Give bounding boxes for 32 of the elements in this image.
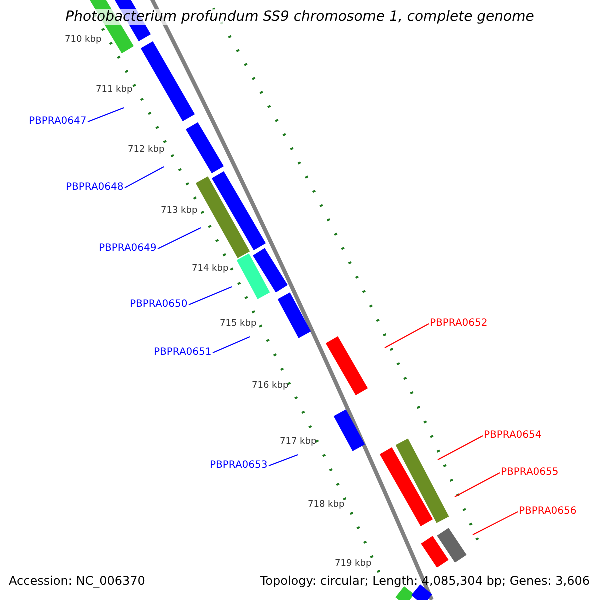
gene-label: PBPRA0656 [519, 506, 577, 518]
gene-label: PBPRA0652 [430, 318, 488, 330]
gene-label: PBPRA0648 [66, 182, 124, 194]
gene-label: PBPRA0653 [210, 460, 268, 472]
genome-summary-text: Topology: circular; Length: 4,085,304 bp; Genes: 3,606 [260, 574, 590, 588]
scale-label: 714 kbp [192, 264, 229, 274]
accession-text: Accession: NC_006370 [9, 574, 146, 588]
gene-label: PBPRA0650 [130, 299, 188, 311]
leader-line [472, 512, 518, 536]
leader-line [88, 108, 124, 122]
leader-line [438, 436, 484, 460]
scale-label: 713 kbp [161, 206, 198, 216]
gene-label: PBPRA0654 [484, 430, 542, 442]
gene-label: PBPRA0649 [99, 243, 157, 255]
leader-line [124, 166, 164, 188]
gene-label: PBPRA0651 [154, 347, 212, 359]
leader-line [454, 472, 500, 498]
scale-label: 712 kbp [128, 145, 165, 155]
gene-label: PBPRA0647 [29, 116, 87, 128]
scale-label: 711 kbp [96, 85, 133, 95]
scale-label: 719 kbp [335, 559, 372, 569]
leader-line [384, 324, 430, 348]
leader-line [212, 336, 250, 354]
scale-label: 710 kbp [65, 35, 102, 45]
leader-line [188, 286, 232, 306]
leader-line [268, 454, 298, 466]
leader-line [158, 228, 202, 250]
scale-label: 716 kbp [252, 381, 289, 391]
scale-label: 715 kbp [220, 319, 257, 329]
scale-label: 718 kbp [308, 500, 345, 510]
scale-label: 717 kbp [280, 437, 317, 447]
gene-label: PBPRA0655 [501, 467, 559, 479]
